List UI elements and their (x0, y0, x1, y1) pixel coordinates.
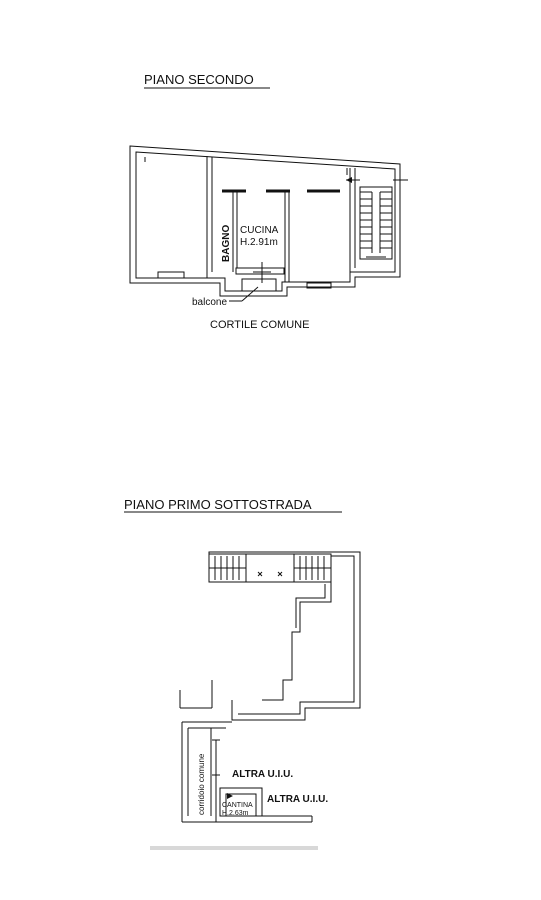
courtyard-label: CORTILE COMUNE (210, 319, 309, 331)
other-unit-label-2: ALTRA U.I.U. (267, 794, 328, 805)
room-label-bagno: BAGNO (221, 225, 232, 262)
cellar-height: H.2.63m (222, 810, 249, 817)
other-unit-label-1: ALTRA U.I.U. (232, 769, 293, 780)
room-label-cucina: CUCINA (240, 225, 279, 236)
lower-floor-plan (150, 551, 361, 850)
balcony-label: balcone (192, 297, 227, 308)
cellar-entry-arrow-icon (227, 793, 233, 799)
corridor-label: corridoio comune (197, 753, 206, 815)
room-height-cucina: H.2.91m (240, 237, 278, 248)
upper-floor-plan (129, 145, 408, 302)
entry-arrow-icon (346, 177, 352, 183)
lower-floor-title: PIANO PRIMO SOTTOSTRADA (124, 497, 312, 512)
cellar-label: CANTINA (222, 802, 253, 809)
upper-floor-title: PIANO SECONDO (144, 72, 254, 87)
